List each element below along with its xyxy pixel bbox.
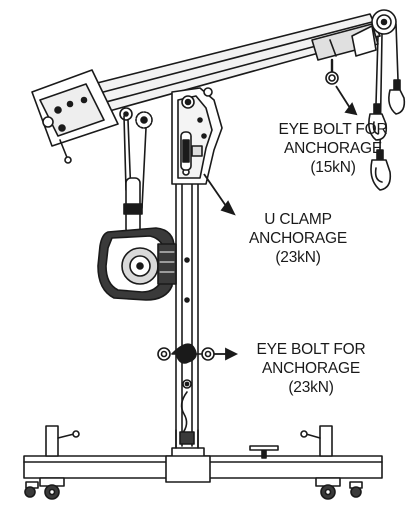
mast-sprocket (119, 107, 153, 129)
label-line: ANCHORAGE (283, 140, 383, 157)
top-pulley (351, 9, 397, 57)
boom-rear-bracket (31, 69, 119, 164)
label-line: (15kN) (310, 159, 356, 176)
mast-head-bracket (171, 87, 223, 185)
label-line: EYE BOLT FOR (278, 121, 388, 138)
label-line: ANCHORAGE (261, 360, 361, 377)
eye-bolt-boom (325, 58, 339, 85)
winch (97, 177, 177, 301)
label-line: ANCHORAGE (248, 230, 348, 247)
label-eye-bolt-23kn: EYE BOLT FOR ANCHORAGE (23kN) (236, 340, 386, 397)
base-frame (23, 429, 383, 483)
callout-arrow-u-clamp (203, 173, 236, 216)
u-clamp (180, 131, 203, 171)
label-line: U CLAMP (264, 211, 332, 228)
callout-arrow-eye-bolt-top (335, 85, 358, 116)
snap-hook-bottom (370, 149, 392, 191)
label-line: (23kN) (275, 249, 321, 266)
outrigger-left (24, 425, 80, 500)
mast-column (175, 159, 199, 451)
label-eye-bolt-15kn: EYE BOLT FOR ANCHORAGE (15kN) (258, 120, 408, 177)
label-u-clamp-23kn: U CLAMP ANCHORAGE (23kN) (236, 210, 360, 267)
callout-arrow-eye-bolt-bottom (214, 347, 239, 361)
eye-bolt-mast (157, 343, 215, 364)
outrigger-right (300, 425, 363, 500)
snap-hook-left (368, 103, 388, 141)
label-line: EYE BOLT FOR (256, 341, 366, 358)
label-line: (23kN) (288, 379, 334, 396)
snap-hook-right (388, 79, 406, 115)
